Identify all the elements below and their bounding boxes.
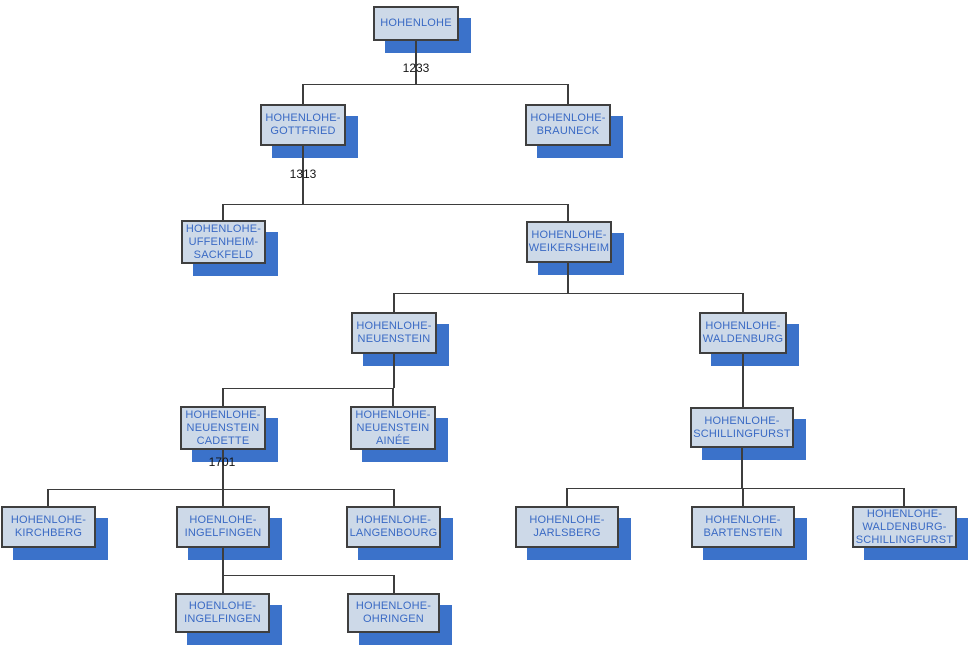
node-hohenlohe-waldenburg[interactable]: HOHENLOHE- WALDENBURG	[699, 312, 799, 366]
node-hohenlohe-jarlsberg[interactable]: HOHENLOHE- JARLSBERG	[515, 506, 631, 560]
node-label: HOHENLOHE- UFFENHEIM- SACKFELD	[185, 222, 262, 261]
connector-stem-schillingfurst	[741, 448, 743, 488]
node-label: HOHENLOHE- BARTENSTEIN	[703, 514, 783, 539]
node-label: HOHENLOHE- WEIKERSHEIM	[528, 229, 610, 254]
connector-stem-cadette	[222, 450, 224, 489]
connector-drop-weikersheim	[567, 204, 569, 221]
connector-drop-uffenheim	[222, 204, 224, 220]
node-label: HOHENLOHE- LANGENBOURG	[349, 514, 438, 539]
node-label: HOHENLOHE	[380, 17, 452, 29]
node-box: HOHENLOHE- NEUENSTEIN	[351, 312, 437, 354]
node-box: HOHENLOHE- LANGENBOURG	[346, 506, 441, 548]
connector-stem-weikersheim	[567, 263, 569, 293]
node-label: HOHENLOHE- NEUENSTEIN CADETTE	[185, 408, 261, 447]
node-label: HOHENLOHE- GOTTFRIED	[265, 112, 341, 137]
connector-drop-waldenburg	[742, 293, 744, 312]
node-hohenlohe-neuenstein[interactable]: HOHENLOHE- NEUENSTEIN	[351, 312, 449, 366]
node-hohenlohe[interactable]: HOHENLOHE	[373, 6, 471, 53]
node-label: HOHENLOHE- NEUENSTEIN	[356, 320, 432, 345]
node-hohenlohe-neuenstein-cadette[interactable]: HOHENLOHE- NEUENSTEIN CADETTE	[180, 406, 278, 462]
edge-year-1233: 1233	[402, 61, 430, 75]
connector-rail-schillingfurst-children	[567, 488, 904, 489]
node-label: HOENLOHE- INGELFINGEN	[184, 514, 262, 539]
connector-drop-ingelfingen	[222, 489, 224, 506]
node-label: HOHENLOHE- SCHILLINGFURST	[693, 414, 791, 440]
connector-drop-langenbourg	[393, 489, 395, 506]
node-box: HOENLOHE- INGELFINGEN	[175, 593, 270, 633]
connector-drop-gottfried	[302, 84, 304, 104]
node-box: HOHENLOHE- NEUENSTEIN AINÉE	[350, 406, 436, 450]
connector-drop-brauneck	[567, 84, 569, 104]
node-label: HOHENLOHE- NEUENSTEIN AINÉE	[355, 408, 431, 447]
node-box: HOHENLOHE- WALDENBURG	[699, 312, 787, 354]
node-hohenlohe-schillingfurst[interactable]: HOHENLOHE- SCHILLINGFURST	[690, 407, 806, 460]
connector-stem-hohenlohe	[415, 41, 417, 84]
node-hohenlohe-langenbourg[interactable]: HOHENLOHE- LANGENBOURG	[346, 506, 453, 560]
node-label: HOHENLOHE- WALDENBURG- SCHILLINGFURST	[855, 507, 954, 546]
node-hoenlohe-ingelfingen[interactable]: HOENLOHE- INGELFINGEN	[176, 506, 282, 560]
connector-rail-ingelfingen-children	[223, 575, 394, 576]
node-label: HOHENLOHE- KIRCHBERG	[10, 514, 87, 539]
connector-stem-gottfried	[302, 146, 304, 204]
node-box: HOHENLOHE- BRAUNECK	[525, 104, 611, 146]
connector-rail-cadette-children	[48, 489, 394, 490]
node-box: HOHENLOHE- WEIKERSHEIM	[526, 221, 612, 263]
node-box: HOHENLOHE- UFFENHEIM- SACKFELD	[181, 220, 266, 264]
connector-drop-kirchberg	[47, 489, 49, 506]
connector-rail-neuenstein-children	[223, 388, 394, 389]
connector-stem-ingelfingen	[222, 548, 224, 575]
connector-rail-gottfried-children	[223, 204, 568, 205]
node-box: HOHENLOHE- SCHILLINGFURST	[690, 407, 794, 448]
node-box: HOHENLOHE- GOTTFRIED	[260, 104, 346, 146]
connector-drop-bartenstein	[742, 488, 744, 506]
connector-drop-neuenstein	[393, 293, 395, 312]
connector-rail-weikersheim-children	[394, 293, 743, 294]
node-box: HOHENLOHE- NEUENSTEIN CADETTE	[180, 406, 266, 450]
connector-drop-waldenburg-schillingfurst	[903, 488, 905, 506]
connector-drop-neuenstein-ainee	[392, 388, 394, 406]
connector-drop-neuenstein-cadette	[222, 388, 224, 406]
node-box: HOHENLOHE- WALDENBURG- SCHILLINGFURST	[852, 506, 957, 548]
connector-rail-hohenlohe-children	[303, 84, 568, 85]
node-label: HOHENLOHE- JARLSBERG	[529, 514, 605, 539]
node-hohenlohe-uffenheim-sackfeld[interactable]: HOHENLOHE- UFFENHEIM- SACKFELD	[181, 220, 278, 276]
node-hohenlohe-waldenburg-schillingfurst[interactable]: HOHENLOHE- WALDENBURG- SCHILLINGFURST	[852, 506, 968, 560]
node-hohenlohe-gottfried[interactable]: HOHENLOHE- GOTTFRIED	[260, 104, 358, 158]
node-hoenlohe-ingelfingen-cadet[interactable]: HOENLOHE- INGELFINGEN	[175, 593, 282, 645]
node-hohenlohe-kirchberg[interactable]: HOHENLOHE- KIRCHBERG	[1, 506, 108, 560]
node-hohenlohe-bartenstein[interactable]: HOHENLOHE- BARTENSTEIN	[691, 506, 807, 560]
node-hohenlohe-neuenstein-ainee[interactable]: HOHENLOHE- NEUENSTEIN AINÉE	[350, 406, 448, 462]
connector-waldenburg-schillingfurst	[742, 354, 744, 407]
node-box: HOHENLOHE- JARLSBERG	[515, 506, 619, 548]
connector-drop-ingelfingen-cadet	[222, 575, 224, 593]
node-box: HOENLOHE- INGELFINGEN	[176, 506, 270, 548]
node-box: HOHENLOHE- OHRINGEN	[347, 593, 440, 633]
node-label: HOHENLOHE- OHRINGEN	[355, 600, 432, 625]
node-hohenlohe-weikersheim[interactable]: HOHENLOHE- WEIKERSHEIM	[526, 221, 624, 275]
node-label: HOENLOHE- INGELFINGEN	[184, 600, 261, 625]
node-hohenlohe-brauneck[interactable]: HOHENLOHE- BRAUNECK	[525, 104, 623, 158]
node-label: HOHENLOHE- WALDENBURG	[702, 320, 784, 345]
connector-drop-jarlsberg	[566, 488, 568, 506]
node-box: HOHENLOHE	[373, 6, 459, 41]
connector-drop-ohringen	[393, 575, 395, 593]
connector-stem-neuenstein	[393, 354, 395, 388]
node-hohenlohe-ohringen[interactable]: HOHENLOHE- OHRINGEN	[347, 593, 452, 645]
node-box: HOHENLOHE- BARTENSTEIN	[691, 506, 795, 548]
edge-year-1313: 1313	[289, 167, 317, 181]
node-label: HOHENLOHE- BRAUNECK	[530, 112, 606, 137]
edge-year-1701: 1701	[208, 455, 236, 469]
node-box: HOHENLOHE- KIRCHBERG	[1, 506, 96, 548]
